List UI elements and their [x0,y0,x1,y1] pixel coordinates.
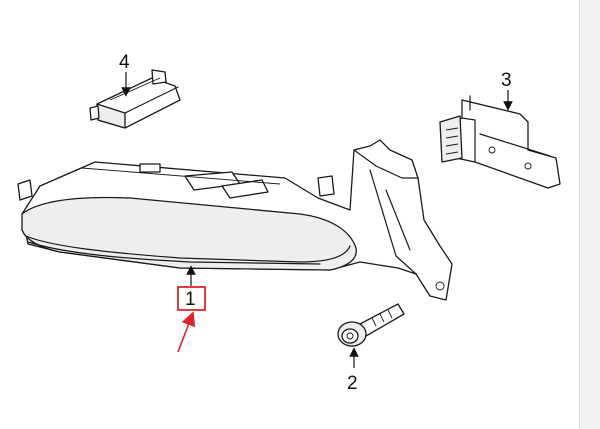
part-3-bracket [439,95,561,189]
part-4-clip [89,69,181,129]
callout-label-1: 1 [185,289,196,310]
callout-label-2: 2 [347,373,358,394]
callout-label-3: 3 [501,70,512,91]
part-2-screw [337,303,405,347]
callout-label-4: 4 [119,52,130,73]
scrollbar-track[interactable] [579,0,600,429]
part-1-lamp-assembly [17,139,453,301]
highlight-arrow [177,311,196,353]
highlight-box [177,286,206,311]
